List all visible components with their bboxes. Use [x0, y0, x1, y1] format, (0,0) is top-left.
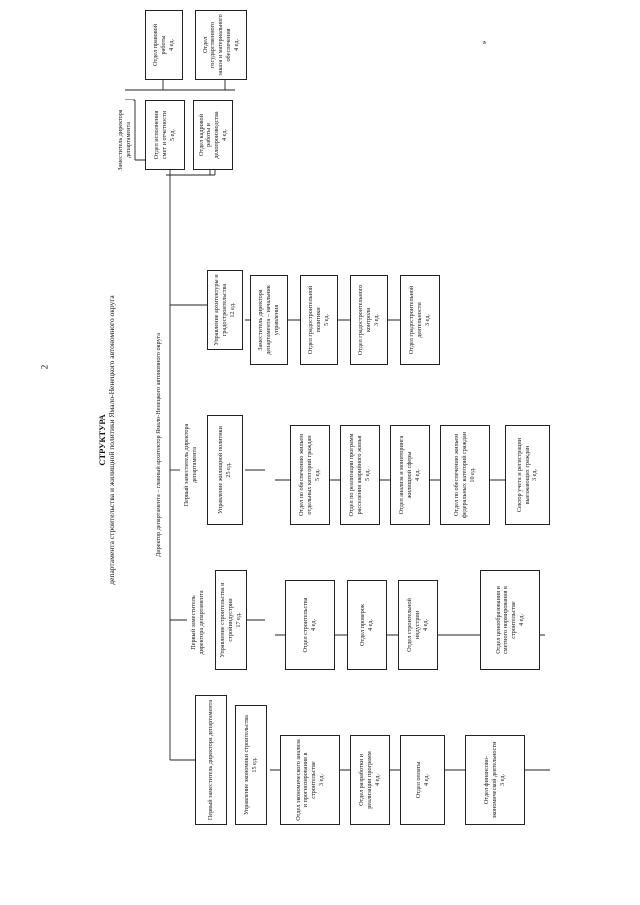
architecture-item-4: Отдел градостроительной деятельности 3 е…	[400, 275, 440, 365]
hr-dept-box: Отдел кадровой работы и делопроизводства…	[193, 100, 233, 170]
legal-dept-box: Отдел правовой работы 4 ед.	[145, 10, 183, 80]
architecture-item-2: Отдел градостроительной политики 5 ед.	[300, 275, 338, 365]
construction-head-box: Управление строительства и стройиндустри…	[215, 570, 247, 670]
org-chart: СТРУКТУРА департамента строительства и ж…	[95, 0, 595, 880]
economics-item-3: Отдел оплаты 4 ед.	[400, 735, 445, 825]
economics-head-box: Управление экономики строительства 15 ед…	[235, 705, 267, 825]
accounting-dept-box: Отдел исполнения смет и отчетности 5 ед.	[145, 100, 185, 170]
architecture-item-1: Заместитель директора департамента – нач…	[250, 275, 288, 365]
construction-item-2: Отдел проверок 4 ед.	[347, 580, 387, 670]
construction-item-3: Отдел строительной индустрии 4 ед.	[398, 580, 438, 670]
housing-item-4: Отдел по обеспечению жильем федеральных …	[440, 425, 490, 525]
heading-text: СТРУКТУРА	[97, 414, 107, 466]
procurement-dept-box: Отдел государственного заказа и материал…	[195, 10, 247, 80]
page-number: 2	[39, 364, 50, 370]
construction-item-4: Отдел ценообразования и сметного нормиро…	[480, 570, 540, 670]
subheading-text: департамента строительства и жилищной по…	[107, 295, 117, 585]
economics-item-1: Отдел экономического анализа и прогнозир…	[280, 735, 340, 825]
org-heading: СТРУКТУРА департамента строительства и ж…	[97, 0, 116, 880]
first-deputy-b-box: Первый заместитель директора департамент…	[195, 695, 227, 825]
director-label: Директор департамента – главный архитект…	[152, 160, 166, 730]
economics-item-2: Отдел разработки и реализации программ 4…	[350, 735, 390, 825]
first-deputy-a-label: Первый заместитель директора департамент…	[180, 420, 202, 510]
architecture-item-3: Отдел градостроительного контроля 3 ед.	[350, 275, 388, 365]
economics-item-4: Отдел финансово-экономической деятельнос…	[465, 735, 525, 825]
architecture-head-box: Управление архитектуры и градостроительс…	[207, 270, 243, 350]
deputy-director-label: Заместитель директора департамента	[117, 100, 133, 180]
housing-item-1: Отдел по обеспечению жильем отдельных ка…	[290, 425, 330, 525]
first-deputy-b-box-label: Первый заместитель директора департамент…	[207, 699, 215, 821]
housing-item-2: Отдел по реализации программ расселения …	[340, 425, 380, 525]
first-deputy-b-label: Первый заместитель директора департамент…	[187, 580, 209, 665]
construction-item-1: Отдел строительства 4 ед.	[285, 580, 335, 670]
housing-head-box: Управление жилищной политики 25 ед.	[207, 415, 243, 525]
housing-item-3: Отдел анализа и мониторинга жилищной сфе…	[390, 425, 430, 525]
housing-item-5: Сектор учета и регистрации выезжающих гр…	[505, 425, 550, 525]
